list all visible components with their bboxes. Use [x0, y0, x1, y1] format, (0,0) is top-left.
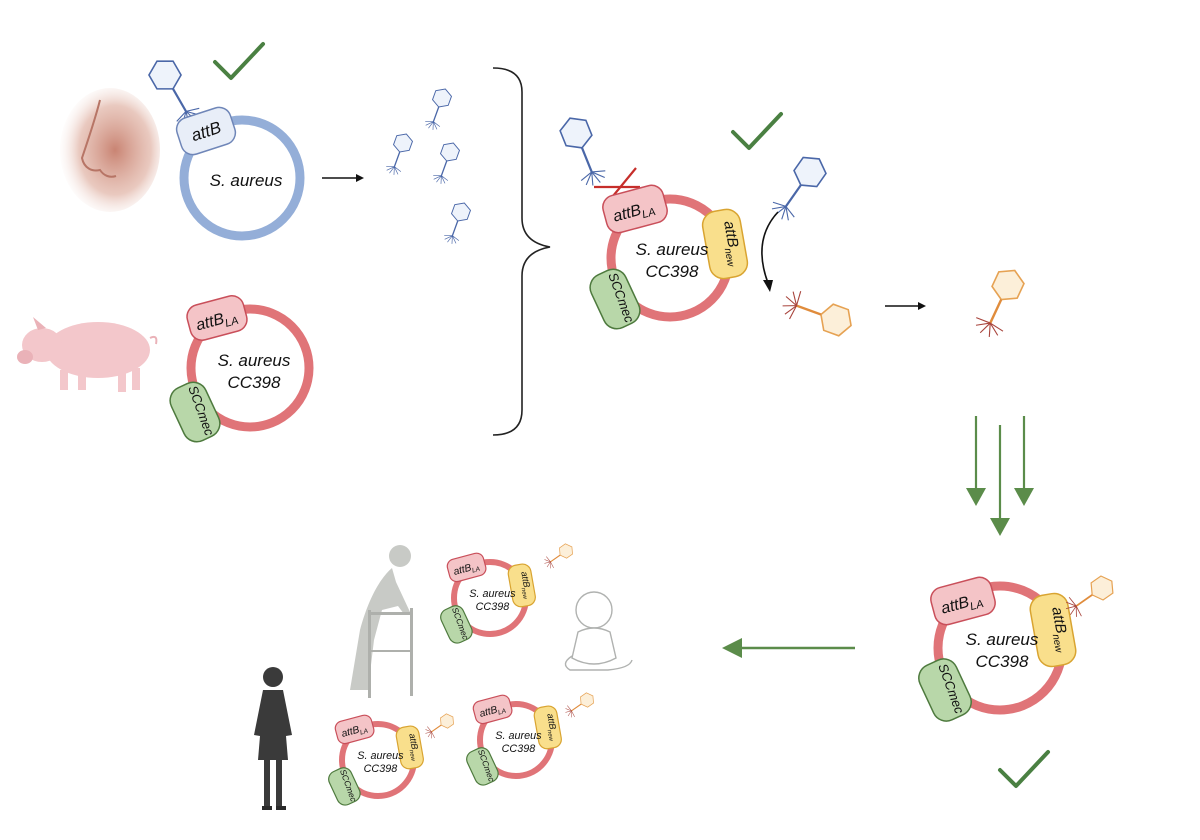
svg-text:attBnew: attBnew: [405, 733, 422, 762]
svg-text:CC398: CC398: [476, 601, 510, 613]
svg-text:attBLA: attBLA: [478, 702, 507, 721]
arrow-left-green: [722, 638, 855, 658]
small-lysogen-cell: attBLA attBnew SCCmec S. aureus CC398: [466, 694, 562, 786]
spread-arrows: [966, 416, 1034, 536]
check-icon: [213, 42, 265, 80]
phage-icon: [1060, 571, 1120, 622]
svg-text:attBLA: attBLA: [452, 560, 481, 579]
baby-icon: [564, 591, 633, 671]
svg-text:attBnew: attBnew: [543, 713, 560, 742]
phage-icon: [422, 710, 458, 742]
cc398-cell-pig: attBLA SCCmec S. aureus CC398: [169, 295, 314, 443]
svg-text:S. aureus: S. aureus: [469, 588, 516, 600]
phage-icon: [383, 130, 415, 178]
check-icon: [731, 112, 783, 150]
svg-text:CC398: CC398: [364, 763, 398, 775]
s-aureus-attb-cell: attB S. aureus: [175, 106, 305, 241]
clone-label: CC398: [228, 373, 281, 392]
nose-icon: [60, 88, 160, 212]
phage-icon: [441, 199, 473, 247]
species-label: S. aureus: [636, 240, 709, 259]
small-lysogen-cell: attBLA attBnew SCCmec S. aureus CC398: [328, 714, 424, 806]
svg-text:attBnew: attBnew: [517, 571, 534, 600]
woman-icon: [254, 667, 292, 810]
curly-brace: [492, 67, 551, 436]
check-icon: [998, 750, 1050, 788]
svg-text:S. aureus: S. aureus: [357, 750, 404, 762]
attb-new-label: attB: [720, 220, 741, 249]
svg-text:attBLA: attBLA: [194, 307, 240, 337]
elderly-person-walker-icon: [350, 545, 413, 698]
cc398-cell-lysogen: attBLA attBnew SCCmec S. aureus CC398: [918, 576, 1077, 722]
svg-text:attBLA: attBLA: [340, 722, 369, 741]
attb-la-label: attB: [611, 202, 643, 226]
attb-la-label: attB: [194, 310, 226, 334]
phage-icon: [430, 139, 462, 187]
svg-text:CC398: CC398: [502, 743, 536, 755]
clone-label: CC398: [646, 262, 699, 281]
svg-text:attBnew: attBnew: [717, 220, 745, 269]
pig-icon: [17, 317, 158, 392]
svg-text:attBnew: attBnew: [1045, 606, 1073, 655]
svg-text:attBLA: attBLA: [939, 590, 985, 620]
phage-icon: [541, 540, 577, 572]
species-label: S. aureus: [210, 171, 283, 190]
svg-text:S. aureus: S. aureus: [495, 730, 542, 742]
clone-label: CC398: [976, 652, 1029, 671]
arrow-right: [322, 174, 364, 182]
curved-arrow: [761, 211, 779, 292]
attb-la-label: attB: [939, 594, 971, 618]
attb-new-label: attB: [1048, 606, 1069, 635]
phage-icon: [556, 111, 611, 191]
phage-cluster: [383, 85, 473, 247]
cc398-cell-recipient: attBLA attBnew SCCmec S. aureus CC398: [589, 184, 749, 330]
species-label: S. aureus: [218, 351, 291, 370]
species-label: S. aureus: [966, 630, 1039, 649]
phage-icon: [777, 285, 858, 341]
arrow-right: [885, 302, 926, 310]
phage-icon: [422, 85, 454, 133]
svg-text:attBLA: attBLA: [611, 198, 657, 228]
small-lysogen-cell: attBLA attBnew SCCmec S. aureus CC398: [440, 552, 536, 644]
phage-icon: [969, 262, 1030, 343]
phage-icon: [562, 689, 598, 721]
